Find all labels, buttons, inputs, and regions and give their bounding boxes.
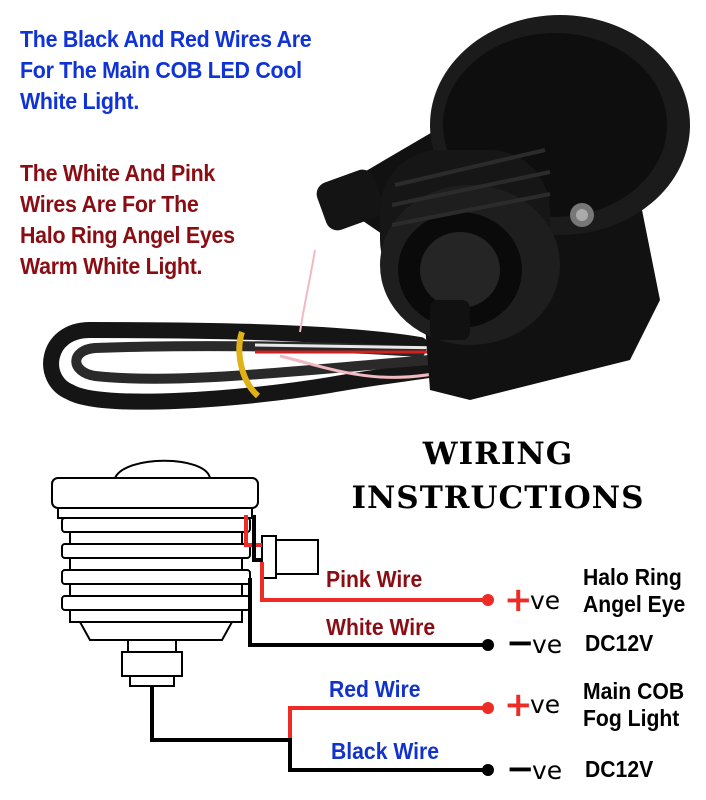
target-line: Main COB (583, 678, 685, 704)
negative-sign: − (506, 623, 535, 663)
positive-sign: + (504, 685, 533, 725)
target-line: Fog Light (583, 705, 680, 731)
terminal-dot-icon (482, 702, 494, 714)
terminal-dot-icon (482, 639, 494, 651)
wiring-title-line-1: WIRING (422, 436, 574, 472)
polarity-suffix: ve (532, 630, 563, 659)
wiring-title-line-2: INSTRUCTIONS (351, 480, 645, 516)
terminal-dot-icon (482, 594, 494, 606)
target-line: DC12V (585, 756, 654, 782)
dc12v-target: DC12V (585, 756, 653, 783)
positive-sign: + (504, 580, 533, 620)
note-line: Warm White Light. (20, 253, 203, 279)
note-line: Halo Ring Angel Eyes (20, 222, 235, 248)
polarity-suffix: ve (530, 586, 561, 615)
halo-ring-target: Halo Ring Angel Eye (583, 564, 685, 618)
black-wire-label: Black Wire (331, 738, 440, 764)
negative-sign: − (506, 749, 535, 789)
note-line: The White And Pink (20, 160, 216, 186)
red-wire-line (268, 706, 488, 742)
note-line: White Light. (20, 88, 140, 114)
cob-wires-note: The Black And Red Wires Are For The Main… (20, 24, 312, 117)
note-line: Wires Are For The (20, 191, 199, 217)
polarity-suffix: ve (530, 690, 561, 719)
white-wire-label: White Wire (326, 614, 436, 640)
target-line: DC12V (585, 630, 654, 656)
note-line: The Black And Red Wires Are (20, 26, 312, 52)
black-wire-line (268, 738, 488, 772)
note-line: For The Main COB LED Cool (20, 57, 302, 83)
pink-wire-label: Pink Wire (326, 566, 423, 592)
dc12v-target: DC12V (585, 630, 653, 657)
terminal-dot-icon (482, 764, 494, 776)
white-wire-line (248, 578, 488, 647)
red-wire-label: Red Wire (329, 676, 421, 702)
main-cob-target: Main COB Fog Light (583, 678, 684, 732)
target-line: Halo Ring (583, 564, 682, 590)
pink-wire-line (260, 562, 488, 602)
target-line: Angel Eye (583, 591, 686, 617)
halo-wires-note: The White And Pink Wires Are For The Hal… (20, 158, 235, 282)
fog-light-outline-icon (51, 459, 319, 687)
polarity-suffix: ve (532, 756, 563, 785)
